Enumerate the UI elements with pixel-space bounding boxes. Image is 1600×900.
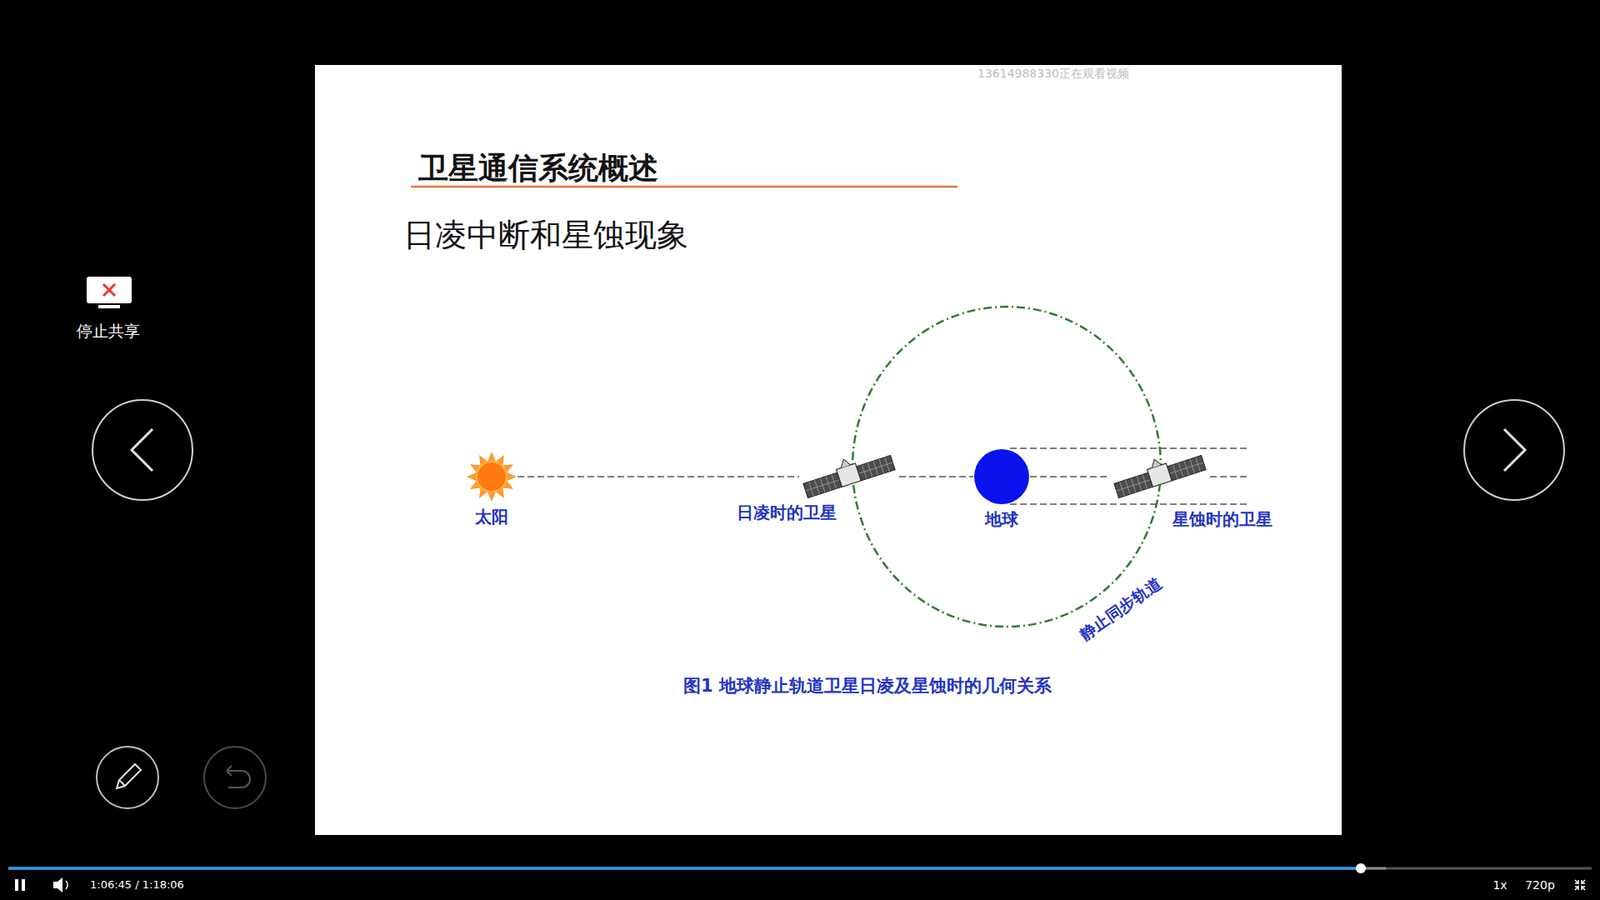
- satellite-body: [1147, 463, 1173, 487]
- panel-grid: [1116, 480, 1151, 491]
- orbit-label: 静止同步轨道: [1076, 574, 1165, 644]
- panel-grid: [805, 480, 840, 491]
- sun-figure: [465, 450, 518, 503]
- quality-label: 720p: [1525, 878, 1555, 892]
- progress-thumb: [1355, 863, 1366, 874]
- solar-panel: [803, 472, 842, 498]
- pen-icon: [116, 764, 141, 789]
- pause-icon: [15, 879, 19, 891]
- node-label: 日凌时的卫星: [736, 503, 837, 523]
- next-chevron: [1504, 429, 1525, 471]
- pause-icon: [21, 879, 25, 891]
- panel-grid: [1169, 462, 1204, 474]
- progress-played: [8, 867, 1361, 870]
- shadow-line: [1010, 447, 1247, 450]
- time-display: 1:06:45 / 1:18:06: [90, 879, 185, 892]
- pen-button: [96, 746, 159, 809]
- satellite-node: 日凌时的卫星: [799, 455, 900, 499]
- earth-figure: [973, 448, 1030, 505]
- close-mark: [103, 284, 115, 296]
- solar-panel: [1167, 455, 1206, 480]
- progress-buffer: [8, 867, 1386, 870]
- sat-figure: [799, 455, 900, 499]
- progress-track: [8, 867, 1592, 870]
- screen-icon: [86, 276, 132, 304]
- watermark: 13614988330正在观看视频: [977, 66, 1130, 80]
- shadow-line: [1210, 475, 1250, 478]
- prev-chevron: [131, 429, 153, 471]
- close-mark: [103, 284, 115, 296]
- shadow-line: [1010, 503, 1247, 505]
- volume-wave: [65, 880, 68, 890]
- slide-title: 卫星通信系统概述: [418, 150, 659, 185]
- slide-background: [315, 65, 1342, 835]
- sat-figure: [1110, 455, 1210, 499]
- node-label: 星蚀时的卫星: [1172, 510, 1273, 530]
- sun-rays: [466, 451, 517, 502]
- sun-node: 太阳: [465, 450, 518, 503]
- fullscreen-exit-icon: [1575, 880, 1585, 890]
- earth-disc: [974, 449, 1030, 505]
- solar-panel: [856, 455, 895, 480]
- stop-share-label: 停止共享: [76, 322, 140, 341]
- satellite-body: [836, 463, 862, 487]
- speed-label: 1x: [1492, 878, 1507, 892]
- title-underline: [410, 185, 958, 189]
- node-label: 太阳: [475, 507, 509, 527]
- screen-stand: [98, 305, 120, 309]
- panel-grid: [858, 462, 893, 474]
- next-button: [1464, 400, 1565, 500]
- slide-subtitle: 日凌中断和星蚀现象: [403, 217, 689, 255]
- volume-icon: [53, 877, 63, 893]
- prev-button: [92, 400, 193, 500]
- dashed-connector: [899, 475, 974, 478]
- sun-disc: [476, 461, 507, 492]
- undo-button: [204, 746, 266, 809]
- orbit-ellipse: [852, 306, 1161, 627]
- satellite-antenna: [1149, 457, 1161, 468]
- figure-caption: 图1 地球静止轨道卫星日凌及星蚀时的几何关系: [683, 675, 1052, 696]
- satellite-antenna: [838, 457, 850, 468]
- node-label: 地球: [985, 510, 1019, 530]
- earth-node: 地球: [973, 448, 1030, 505]
- satellite-node: 星蚀时的卫星: [1110, 455, 1210, 499]
- undo-icon: [226, 765, 250, 788]
- solar-panel: [1114, 472, 1153, 498]
- dashed-connector: [517, 475, 800, 478]
- dashed-connector: [1030, 475, 1110, 478]
